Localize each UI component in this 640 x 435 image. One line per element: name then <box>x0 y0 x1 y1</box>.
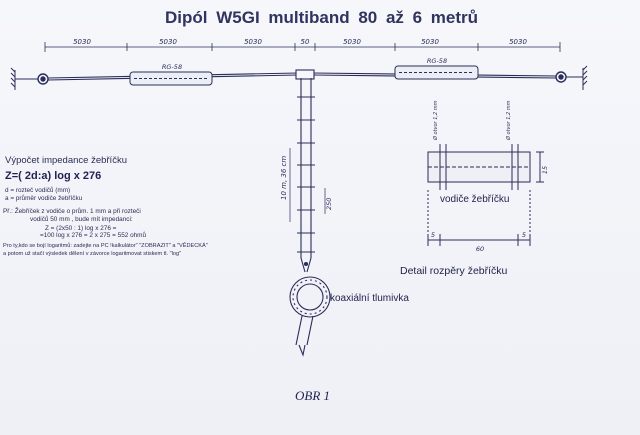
dim-label-seg4: 5030 <box>343 38 361 46</box>
diagram-title: Dipól W5GI multiband 80 až 6 metrů <box>165 8 479 27</box>
spreader-height-label: 15 <box>541 166 549 174</box>
tip-line-1: Pro ty,kdo se bojí logaritmů: zadejte na… <box>3 243 208 249</box>
impedance-heading: Výpočet impedance žebříčku <box>5 155 127 166</box>
left-insulator <box>37 73 49 85</box>
ladder-line <box>297 78 315 258</box>
dim-label-seg5: 5030 <box>421 38 439 46</box>
left-wall-anchor <box>10 67 38 90</box>
spreader-edge-right-label: 5 <box>522 231 526 239</box>
impedance-formula: Z=( 2d:a) log x 276 <box>5 170 102 182</box>
coax-section-right <box>394 65 479 80</box>
ladder-length-label: 10 m, 36 cm <box>280 156 288 200</box>
right-insulator <box>555 71 567 83</box>
coax-label-right: RG-58 <box>427 57 447 65</box>
spreader-label: vodiče žebříčku <box>440 194 510 205</box>
dim-label-seg6: 5030 <box>509 38 527 46</box>
coax-choke <box>289 276 331 318</box>
example-line-3: Z = (2x50 : 1) log x 276 = <box>45 225 117 232</box>
right-wall-anchor <box>566 65 588 90</box>
dim-label-seg2: 5030 <box>159 38 177 46</box>
spreader-width-label: 60 <box>476 245 484 253</box>
note-d: d = rozteč vodičů (mm) <box>5 187 71 194</box>
dim-label-seg3: 5030 <box>244 38 262 46</box>
ladder-side-dimension <box>289 148 326 222</box>
coax-section-left <box>129 71 213 86</box>
example-line-4: =100 log x 276 = 2 x 275 = 552 ohmů <box>40 232 147 239</box>
note-a: a = průměr vodiče žebříčku <box>5 195 83 202</box>
spreader-hole-note-right: Ø otvor 1,2 mm <box>505 100 512 141</box>
dim-label-seg1: 5030 <box>73 38 91 46</box>
coax-label-left: RG-58 <box>162 63 182 71</box>
detail-label: Detail rozpěry žebříčku <box>400 265 508 277</box>
spreader-detail <box>427 144 544 246</box>
example-line-1: Př.: Žebříček z vodiče o prům. 1 mm a př… <box>3 208 141 215</box>
ladder-spacing-label: 250 <box>325 198 333 210</box>
feed-transition <box>300 257 312 273</box>
figure-caption: OBR 1 <box>295 388 331 403</box>
dim-label-center: 50 <box>301 38 310 46</box>
tip-line-2: a potom už stačí výsledek dělení v závor… <box>3 251 182 257</box>
example-line-2: vodičů 50 mm , bude mít impedanci: <box>30 216 133 223</box>
coax-choke-label: koaxiální tlumivka <box>330 293 409 304</box>
spreader-hole-note-left: Ø otvor 1,2 mm <box>432 100 439 141</box>
dipole-wire <box>47 69 557 81</box>
spreader-edge-left-label: 5 <box>431 231 435 239</box>
dimension-line <box>44 42 561 52</box>
coax-feedline <box>295 315 314 357</box>
